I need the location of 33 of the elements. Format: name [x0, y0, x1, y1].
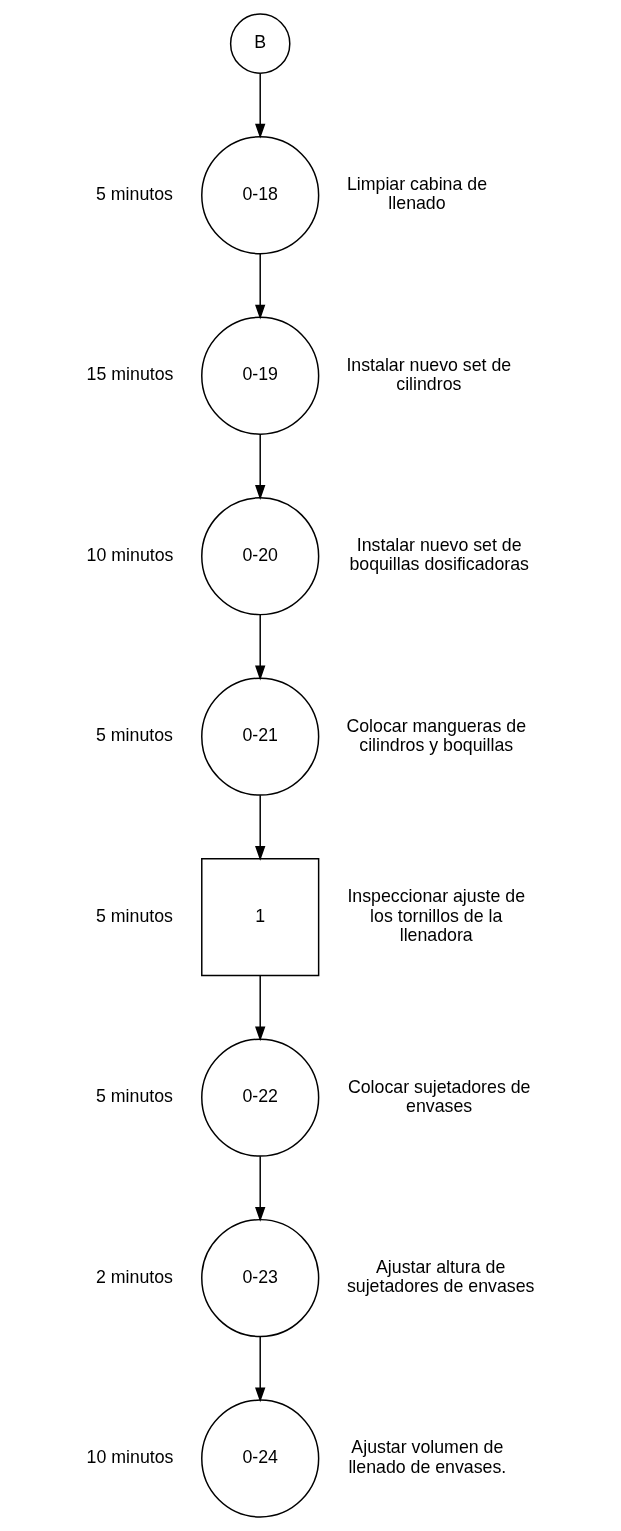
node-circle: B — [229, 13, 291, 74]
node-label: Colocar sujetadores de envases — [347, 1076, 531, 1116]
node-circle: 0-24 — [201, 1399, 320, 1518]
arrow — [255, 975, 266, 1042]
node-label: Ajustar volumen de llenado de envases. — [348, 1437, 507, 1477]
node-label: Limpiar cabina de llenado — [346, 174, 488, 214]
arrow — [255, 253, 266, 320]
arrow — [255, 1335, 266, 1403]
node-circle: 0-18 — [201, 136, 320, 255]
arrow — [255, 1155, 266, 1222]
node-label: Ajustar altura de sujetadores de envases — [346, 1257, 535, 1297]
node-label: Inspeccionar ajuste de los tornillos de la llenadora — [347, 886, 526, 945]
node-label: Instalar nuevo set de boquillas dosificadoras — [349, 535, 529, 575]
node-label: Colocar mangueras de cilindros y boquillas — [346, 715, 527, 755]
arrow — [255, 433, 266, 500]
node-box: 1 — [201, 857, 320, 977]
node-label: 5 minutos — [95, 725, 173, 746]
node-label: Instalar nuevo set de cilindros — [346, 354, 512, 394]
node-circle: 0-22 — [201, 1038, 320, 1157]
node-label: 10 minutos — [86, 1447, 174, 1468]
node-label: 5 minutos — [95, 1086, 173, 1107]
arrow — [255, 73, 266, 139]
arrow — [255, 794, 266, 861]
node-circle: 0-21 — [201, 677, 320, 796]
node-label: 10 minutos — [86, 544, 174, 565]
arrow — [255, 614, 266, 681]
node-label: 2 minutos — [95, 1266, 173, 1287]
node-circle: 0-19 — [201, 316, 320, 435]
node-label: 15 minutos — [86, 364, 174, 385]
node-label: 5 minutos — [95, 905, 173, 926]
node-circle: 0-23 — [201, 1218, 320, 1338]
node-circle: 0-20 — [201, 497, 320, 616]
node-label: 5 minutos — [95, 183, 173, 204]
